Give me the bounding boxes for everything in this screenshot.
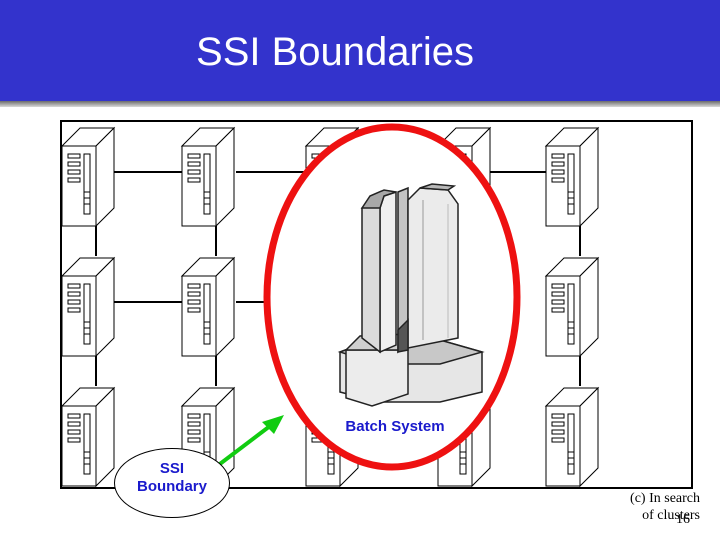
batch-system-label: Batch System: [345, 418, 445, 435]
ssi-boundary-label: SSI Boundary: [114, 460, 230, 496]
computer-tower-icon: [545, 257, 599, 357]
ssi-boundary-ring: [263, 123, 521, 471]
computer-tower-icon: [61, 257, 115, 357]
ssi-boundary-callout: [114, 448, 230, 518]
title-divider: [0, 101, 720, 107]
computer-tower-icon: [181, 257, 235, 357]
computer-tower-icon: [181, 127, 235, 227]
slide-footer: (c) In search of clusters: [600, 490, 700, 524]
computer-tower-icon: [61, 387, 115, 487]
computer-tower-icon: [545, 127, 599, 227]
footer-line1: (c) In search: [630, 491, 700, 506]
computer-tower-icon: [545, 387, 599, 487]
mainframe-icon: [337, 183, 485, 407]
computer-tower-icon: [61, 127, 115, 227]
slide-title: SSI Boundaries: [196, 30, 474, 74]
footer-line2: of clusters: [642, 508, 700, 523]
ssi-label-line1: SSI: [159, 460, 185, 477]
ssi-label-line2: Boundary: [136, 478, 207, 495]
page-number: 16: [676, 512, 690, 527]
network-links: [95, 171, 581, 386]
title-bar: [0, 0, 720, 101]
